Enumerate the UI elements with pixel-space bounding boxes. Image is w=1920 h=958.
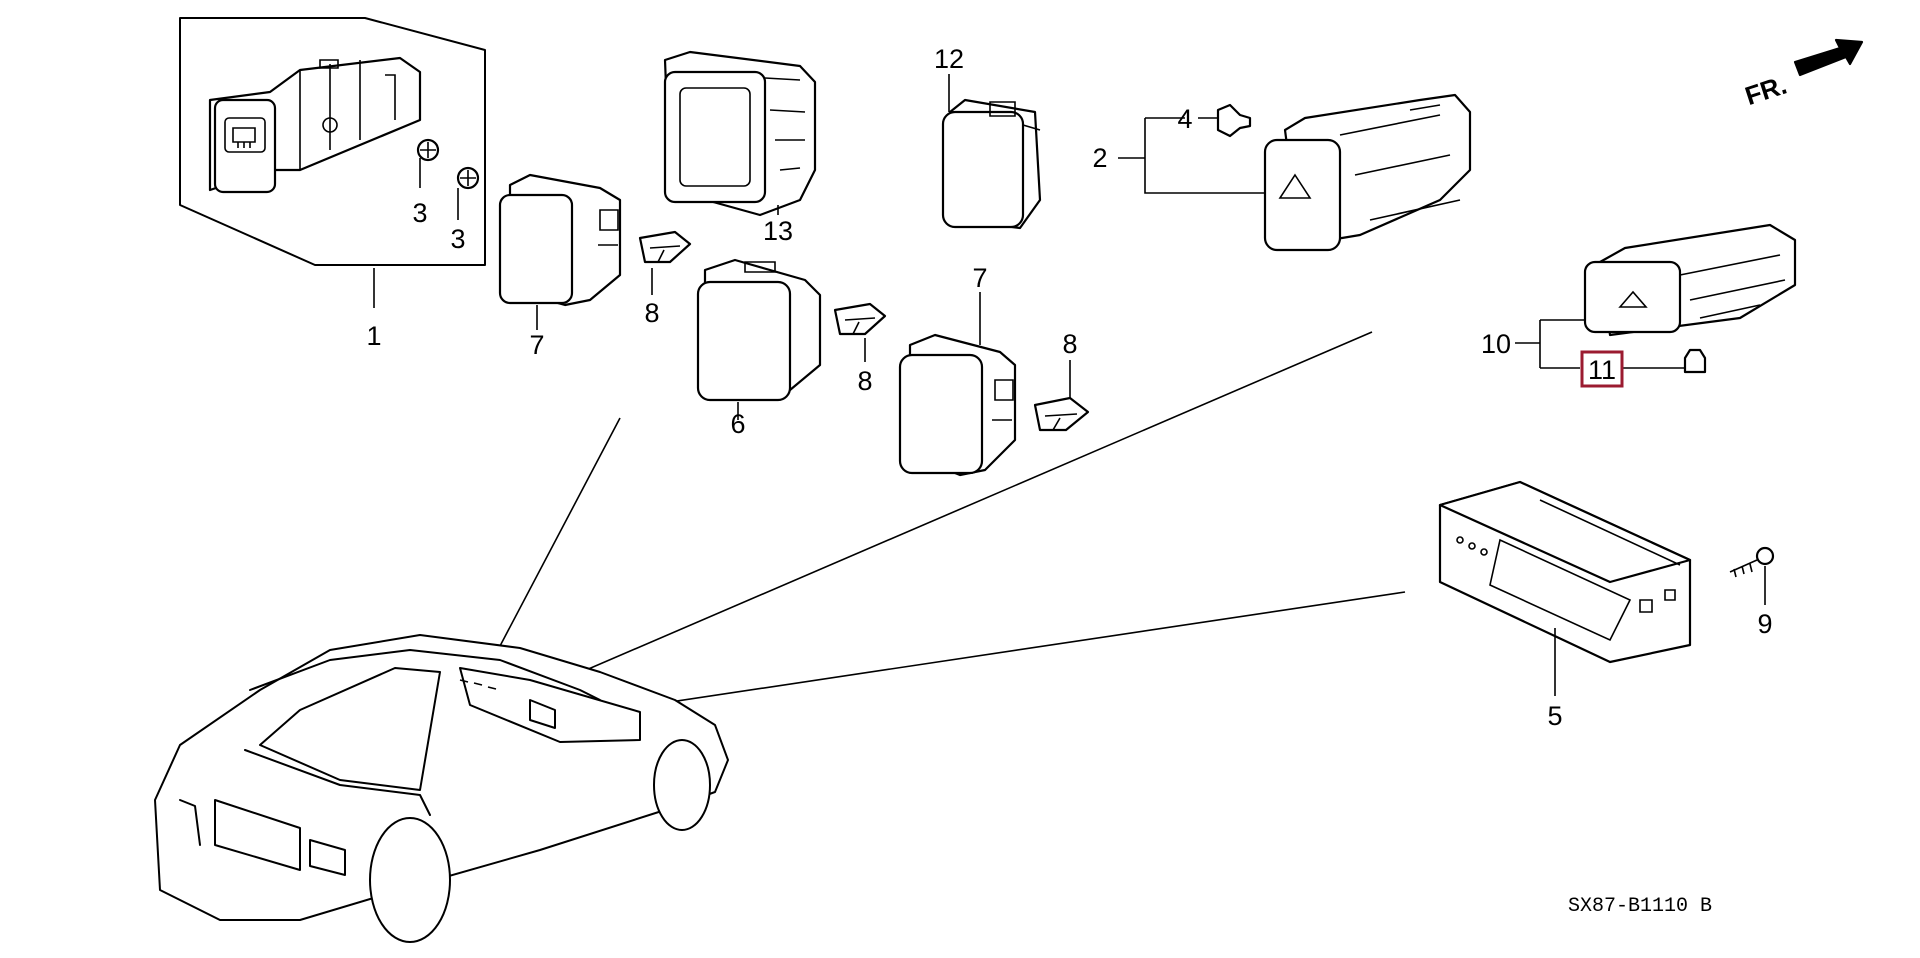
part-5-pocket[interactable] [1438,480,1692,664]
callout-13[interactable]: 13 [763,216,793,246]
callout-8a[interactable]: 8 [644,298,659,328]
callout-9[interactable]: 9 [1757,609,1772,639]
part-4-bulb[interactable] [1216,103,1252,138]
callout-7a[interactable]: 7 [529,330,544,360]
part-13-switch-holder[interactable] [663,50,817,217]
part-9-screw[interactable] [1729,546,1775,578]
part-7-blank-cover-left[interactable] [498,173,622,307]
front-direction-arrow: FR. [1741,38,1864,111]
part-7-blank-cover-right[interactable] [898,333,1017,477]
car-illustration [154,634,729,943]
callout-5[interactable]: 5 [1547,701,1562,731]
callout-labels: 1 2 3 3 4 5 6 7 7 8 8 8 9 10 11 12 13 [366,44,1772,731]
callout-3b[interactable]: 3 [450,224,465,254]
part-11-bulb[interactable] [1683,348,1707,374]
part-12-small-blank[interactable] [941,98,1042,230]
callout-3a[interactable]: 3 [412,198,427,228]
callout-8c[interactable]: 8 [1062,329,1077,359]
part-8-clip-2[interactable] [833,302,887,336]
callout-11[interactable]: 11 [1588,355,1616,385]
part-3-screws[interactable] [416,138,480,190]
callout-2[interactable]: 2 [1092,143,1107,173]
callout-4[interactable]: 4 [1177,104,1192,134]
direction-label: FR. [1741,70,1790,111]
part-8-clip-1[interactable] [638,230,692,264]
callout-11-highlight [1580,350,1624,388]
location-leader-lines [489,331,1406,721]
callout-6[interactable]: 6 [730,409,745,439]
part-8-clip-3[interactable] [1033,396,1090,432]
callout-12[interactable]: 12 [934,44,964,74]
callout-10[interactable]: 10 [1481,329,1511,359]
callout-1[interactable]: 1 [366,321,381,351]
diagram-code: SX87-B1110 B [1568,895,1712,918]
callout-8b[interactable]: 8 [857,366,872,396]
callout-7b[interactable]: 7 [972,263,987,293]
part-6-blank-cover[interactable] [696,258,822,402]
part-1-rear-defogger-switch[interactable] [179,17,486,266]
part-2-hazard-switch[interactable] [1263,93,1472,252]
part-10-hazard-switch-assembly[interactable] [1583,223,1797,337]
